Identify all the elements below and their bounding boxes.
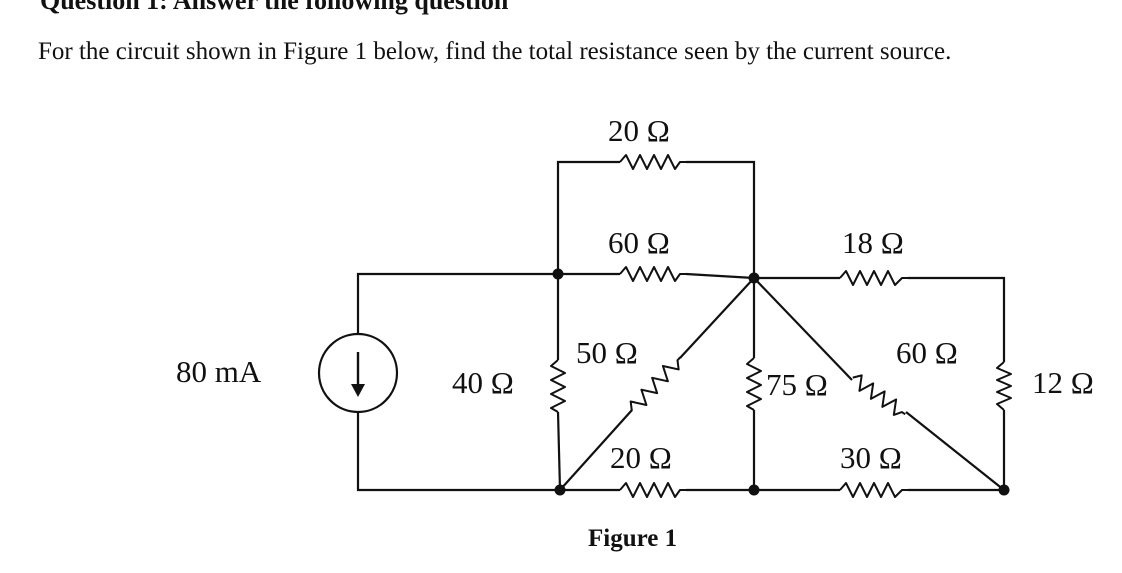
label-12: 12 Ω bbox=[1032, 365, 1094, 400]
label-40: 40 Ω bbox=[452, 365, 514, 400]
question-heading: Question 1: Answer the following questio… bbox=[40, 0, 509, 15]
resistor-75 bbox=[746, 357, 762, 411]
label-current-source: 80 mA bbox=[176, 354, 262, 389]
resistor-60-top bbox=[619, 266, 686, 282]
resistor-20-top bbox=[619, 154, 686, 170]
figure-caption: Figure 1 bbox=[588, 525, 677, 552]
label-20-bottom: 20 Ω bbox=[610, 440, 672, 475]
resistor-60-diagonal bbox=[852, 374, 906, 416]
circuit-wires bbox=[356, 160, 1006, 492]
label-60-top: 60 Ω bbox=[608, 225, 670, 260]
circuit-nodes bbox=[552, 268, 1010, 496]
resistor-18 bbox=[839, 270, 908, 286]
resistor-30 bbox=[839, 482, 908, 498]
resistor-12 bbox=[996, 361, 1012, 411]
label-18: 18 Ω bbox=[842, 225, 904, 260]
label-60-diagonal: 60 Ω bbox=[896, 335, 958, 370]
current-source bbox=[317, 332, 399, 414]
label-30: 30 Ω bbox=[840, 440, 902, 475]
question-text: For the circuit shown in Figure 1 below,… bbox=[38, 38, 952, 65]
resistor-20-bottom bbox=[619, 482, 686, 498]
label-75: 75 Ω bbox=[766, 367, 828, 402]
label-50: 50 Ω bbox=[576, 335, 638, 370]
resistor-40 bbox=[550, 359, 566, 413]
label-20-top: 20 Ω bbox=[608, 113, 670, 148]
resistor-50 bbox=[629, 356, 681, 411]
